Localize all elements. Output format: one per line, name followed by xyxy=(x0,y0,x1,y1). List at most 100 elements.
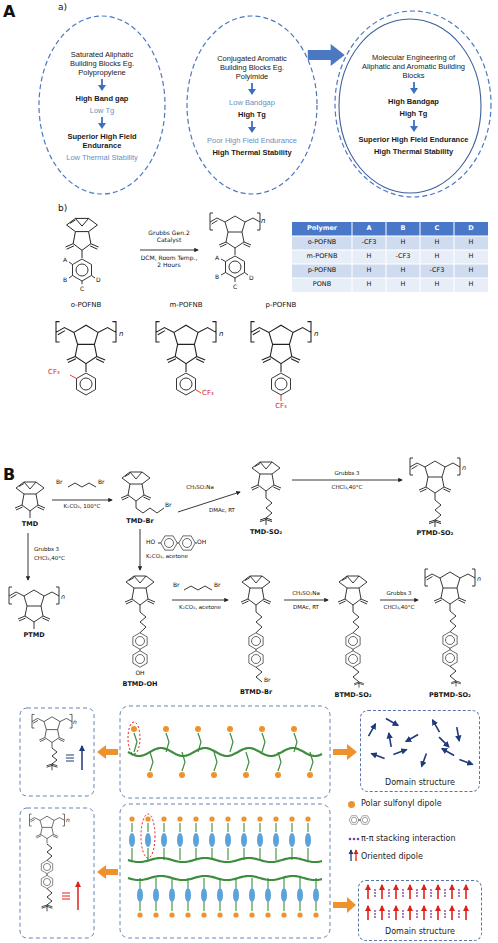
text-label: -CF3 xyxy=(396,253,411,261)
domain-box: Domain structure xyxy=(358,880,482,941)
text-label: p-POFNB xyxy=(266,301,297,309)
text-label: -CF3 xyxy=(430,267,445,275)
text-label: CHCl₃,40°C xyxy=(34,555,65,562)
text-label: A xyxy=(3,2,15,21)
text-label: TMD xyxy=(22,521,38,529)
text-label: o-POFNB xyxy=(71,301,102,309)
text-label: DMAc, RT xyxy=(293,604,319,611)
text-label: H xyxy=(469,253,474,261)
text-label: D xyxy=(468,225,473,233)
ellipse-content: Conjugated Aromatic Building Blocks Eg. … xyxy=(206,52,298,158)
text-label: n xyxy=(119,330,123,338)
ellipse-content: Molecular Engineering of Aliphatic and A… xyxy=(358,51,469,157)
text-label: K₂CO₃, 100°C xyxy=(64,503,101,510)
text-label: H xyxy=(401,281,406,289)
text-label: -CF3 xyxy=(362,239,377,247)
text-label: PBTMD-SO₂ xyxy=(429,692,471,700)
text-label: H xyxy=(367,253,372,261)
text-label: Grubbs 3 xyxy=(334,470,359,477)
text-label: C xyxy=(233,283,237,290)
down-arrow xyxy=(409,120,419,132)
text-label: n xyxy=(462,465,466,473)
text-label: n xyxy=(477,576,481,584)
text-label: Br xyxy=(264,676,271,683)
text-label: Grubbs 3 xyxy=(34,546,59,553)
text-label: CHCl₃,40°C xyxy=(332,484,363,491)
text-label: TMD-SO₂ xyxy=(250,529,282,537)
text-label: OH xyxy=(135,669,144,676)
text-label: Br xyxy=(173,581,180,588)
domain-label: Domain structure xyxy=(385,927,455,937)
text-label: PTMD xyxy=(23,632,44,640)
down-arrow xyxy=(409,82,419,94)
down-arrow xyxy=(97,117,107,129)
text-label: b) xyxy=(58,203,67,214)
text-label: BTMD-OH xyxy=(122,681,157,689)
concept-text: High Bandgap xyxy=(388,97,439,106)
text-label: OH xyxy=(197,538,206,545)
text-label: CHCl₃,40°C xyxy=(384,604,415,611)
ellipse-outline xyxy=(38,15,166,195)
text-label: Br xyxy=(214,581,221,588)
text-label: BTMD-SO₂ xyxy=(334,692,371,700)
concept-text: Molecular Engineering of Aliphatic and A… xyxy=(358,53,469,80)
dipole-marks xyxy=(62,722,359,913)
concept-text: Saturated Aliphatic Building Blocks Eg. … xyxy=(57,50,147,77)
down-arrow xyxy=(97,79,107,91)
text-label: C xyxy=(435,225,440,233)
text-label: A xyxy=(366,225,371,233)
text-label: H xyxy=(469,267,474,275)
concept-text: Superior High Field Endurance xyxy=(57,132,147,150)
text-label: D xyxy=(249,274,254,281)
text-label: BTMD-Br xyxy=(240,689,272,697)
legend-swatch xyxy=(348,801,355,808)
data-table xyxy=(292,222,488,292)
text-label: H xyxy=(401,239,406,247)
ellipse-content: Saturated Aliphatic Building Blocks Eg. … xyxy=(57,48,147,163)
text-label: H xyxy=(469,239,474,247)
text-label: TMD-Br xyxy=(126,518,153,526)
text-label: K₂CO₃, acetone xyxy=(179,604,221,611)
domain-label: Domain structure xyxy=(385,778,455,788)
text-label: PONB xyxy=(313,281,331,289)
text-label: n xyxy=(219,330,223,338)
concept-text: Low Tg xyxy=(90,106,114,115)
text-label: n xyxy=(314,330,318,338)
concept-ellipse: Molecular Engineering of Aliphatic and A… xyxy=(334,10,492,198)
text-label: K₂CO₃, acetone xyxy=(146,553,188,560)
text-label: B xyxy=(63,276,67,283)
text-label: Polymer xyxy=(307,225,337,233)
text-label: n xyxy=(61,594,65,602)
text-label: PTMD-SO₂ xyxy=(417,530,454,538)
concept-text: Poor High Field Endurance xyxy=(207,136,297,145)
text-label: H xyxy=(469,281,474,289)
text-label: CH₃SO₂Na xyxy=(292,590,320,597)
down-arrow xyxy=(247,121,257,133)
text-label: m-POFNB xyxy=(169,301,202,309)
text-label: Grubbs 3 xyxy=(386,590,411,597)
concept-text: Low Bandgap xyxy=(229,98,275,107)
text-label: n xyxy=(261,217,265,225)
legend-text: Polar sulfonyl dipole xyxy=(361,799,442,809)
text-label: o-POFNB xyxy=(308,239,337,247)
text-label: n xyxy=(73,718,77,725)
text-label: CF₃ xyxy=(48,368,60,376)
text-label: H xyxy=(435,281,440,289)
text-label: DMAc, RT xyxy=(209,507,235,514)
text-label: CH₃SO₂Na xyxy=(186,484,214,491)
block-arrow xyxy=(308,44,345,66)
text-label: B xyxy=(3,465,15,484)
concept-ellipse: Conjugated Aromatic Building Blocks Eg. … xyxy=(186,15,318,195)
text-label: CF₃ xyxy=(202,389,214,397)
text-label: D xyxy=(96,276,101,283)
concept-text: High Thermal Stability xyxy=(212,148,291,157)
text-label: n xyxy=(66,816,70,823)
text-label: p-POFNB xyxy=(308,267,337,275)
concept-ellipse: Saturated Aliphatic Building Blocks Eg. … xyxy=(38,15,166,195)
text-label: Br xyxy=(98,478,105,485)
domain-box: Domain structure xyxy=(360,710,480,792)
text-label: m-POFNB xyxy=(307,253,338,261)
legend-text: π-π stacking interaction xyxy=(361,834,455,844)
concept-text: Low Thermal Stability xyxy=(66,153,138,162)
